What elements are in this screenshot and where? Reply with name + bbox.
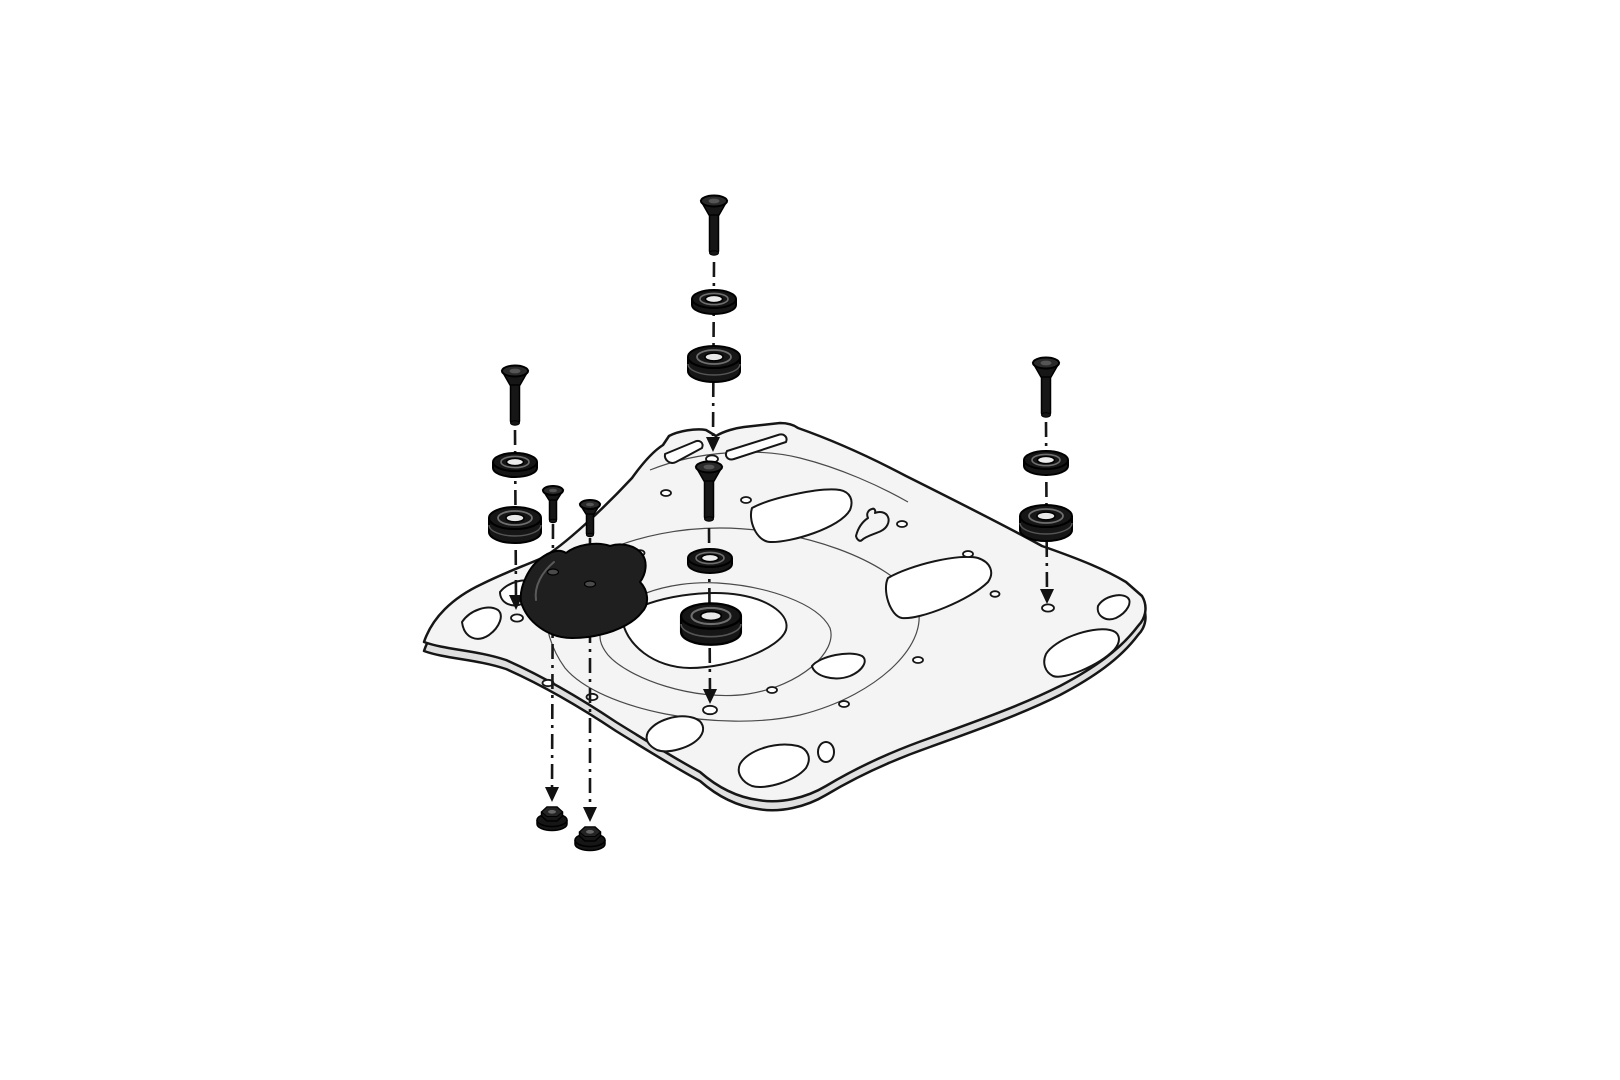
mounting-hole <box>660 489 672 497</box>
distance-spacer-icon <box>1019 504 1073 542</box>
adapter-plate-highlight <box>534 561 555 601</box>
distance-spacer-icon <box>687 345 741 383</box>
washer-icon <box>687 548 733 574</box>
cutout <box>724 433 788 461</box>
mounting-hole <box>989 590 1001 598</box>
flange-nut-icon <box>574 826 606 852</box>
distance-spacer-icon <box>679 602 743 646</box>
mounting-hole <box>702 704 718 716</box>
direction-arrow-icon <box>545 787 559 802</box>
brand-horse-logo-icon <box>855 507 890 542</box>
cutout <box>750 488 853 544</box>
mounting-hole <box>585 692 599 702</box>
pan-head-screw-icon <box>542 485 564 524</box>
left-screw-assembly-axis <box>513 429 518 601</box>
surface-contour <box>599 582 832 697</box>
flange-nut-icon <box>536 806 568 832</box>
adapter-plate-group <box>519 542 648 639</box>
surface-contour <box>546 527 920 722</box>
washer-icon <box>492 452 538 478</box>
mounting-hole <box>896 520 908 528</box>
cutout <box>884 555 993 620</box>
mounting-hole <box>766 686 778 694</box>
cutout <box>811 652 866 680</box>
cutout <box>737 743 810 788</box>
adapter-plate-hole <box>583 580 597 588</box>
mounting-hole <box>510 613 524 623</box>
adapter-plate <box>519 542 648 639</box>
mounting-hole <box>740 496 752 504</box>
mounting-hole <box>912 656 924 664</box>
washer-icon <box>1023 450 1069 476</box>
cutout <box>1043 628 1120 678</box>
mounting-hole <box>962 550 974 558</box>
rack-plate <box>422 421 1147 803</box>
direction-arrow-icon <box>583 807 597 822</box>
cutout <box>645 715 705 753</box>
mounting-hole <box>838 700 850 708</box>
cutout <box>663 439 704 464</box>
surface-contour <box>649 451 909 503</box>
countersunk-screw-icon <box>1032 356 1060 419</box>
washer-icon <box>691 289 737 315</box>
countersunk-screw-icon <box>501 364 529 427</box>
cutout <box>461 606 502 640</box>
distance-spacer-icon <box>488 506 542 544</box>
assembly-axes-layer <box>509 261 1054 822</box>
adapter-plate-hole <box>546 568 560 576</box>
cutout <box>1096 594 1131 621</box>
countersunk-screw-icon <box>700 194 728 257</box>
mounting-hole <box>1041 603 1055 613</box>
cutout <box>817 741 835 763</box>
rack-plate-group <box>422 421 1147 812</box>
